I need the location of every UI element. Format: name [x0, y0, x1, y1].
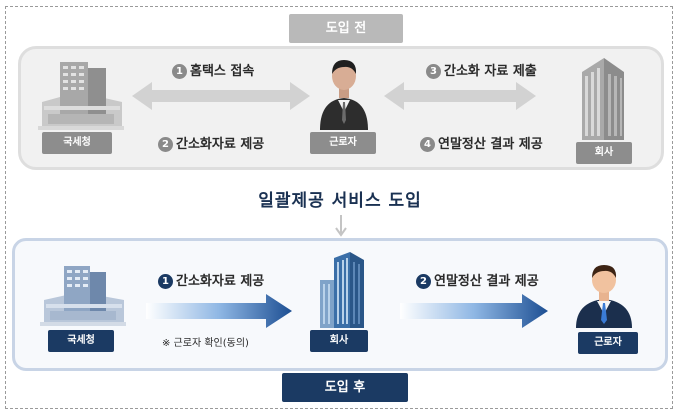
company-worker-arrow-icon	[400, 294, 548, 328]
after-nts-label: 국세청	[48, 330, 114, 352]
step-text: 연말정산 결과 제공	[438, 137, 543, 152]
step-text: 간소화자료 제공	[176, 137, 265, 152]
middle-title: 일괄제공 서비스 도입	[258, 191, 422, 211]
consent-note: ※ 근로자 확인(동의)	[162, 338, 249, 349]
before-worker-label: 근로자	[310, 132, 376, 154]
after-company-label: 회사	[310, 330, 368, 352]
nts-building-icon	[40, 266, 126, 326]
company-tower-icon	[320, 252, 364, 328]
step-number: 3	[426, 64, 441, 79]
after-worker-label: 근로자	[578, 332, 638, 354]
step-number: 1	[158, 274, 173, 289]
step-text: 간소화자료 제공	[176, 274, 265, 289]
step-text: 간소화 자료 제출	[444, 64, 537, 79]
step-text: 연말정산 결과 제공	[434, 274, 539, 289]
step-number: 4	[420, 137, 435, 152]
company-tower-icon	[582, 58, 624, 140]
down-arrow-icon	[335, 215, 347, 237]
before-company-label: 회사	[576, 142, 632, 164]
nts-building-icon	[38, 62, 124, 130]
worker-person-icon	[576, 265, 632, 328]
step-number: 2	[416, 274, 431, 289]
diagram-frame	[5, 6, 673, 409]
step-number: 1	[172, 64, 187, 79]
step-text: 홈택스 접속	[190, 64, 255, 79]
step-number: 2	[158, 137, 173, 152]
worker-person-icon	[320, 60, 368, 130]
before-nts-label: 국세청	[42, 132, 112, 154]
after-title: 도입 후	[282, 373, 408, 402]
before-title: 도입 전	[289, 14, 403, 43]
nts-company-arrow-icon	[146, 294, 292, 328]
nts-worker-arrow-icon	[132, 82, 310, 110]
worker-company-arrow-icon	[384, 82, 536, 110]
